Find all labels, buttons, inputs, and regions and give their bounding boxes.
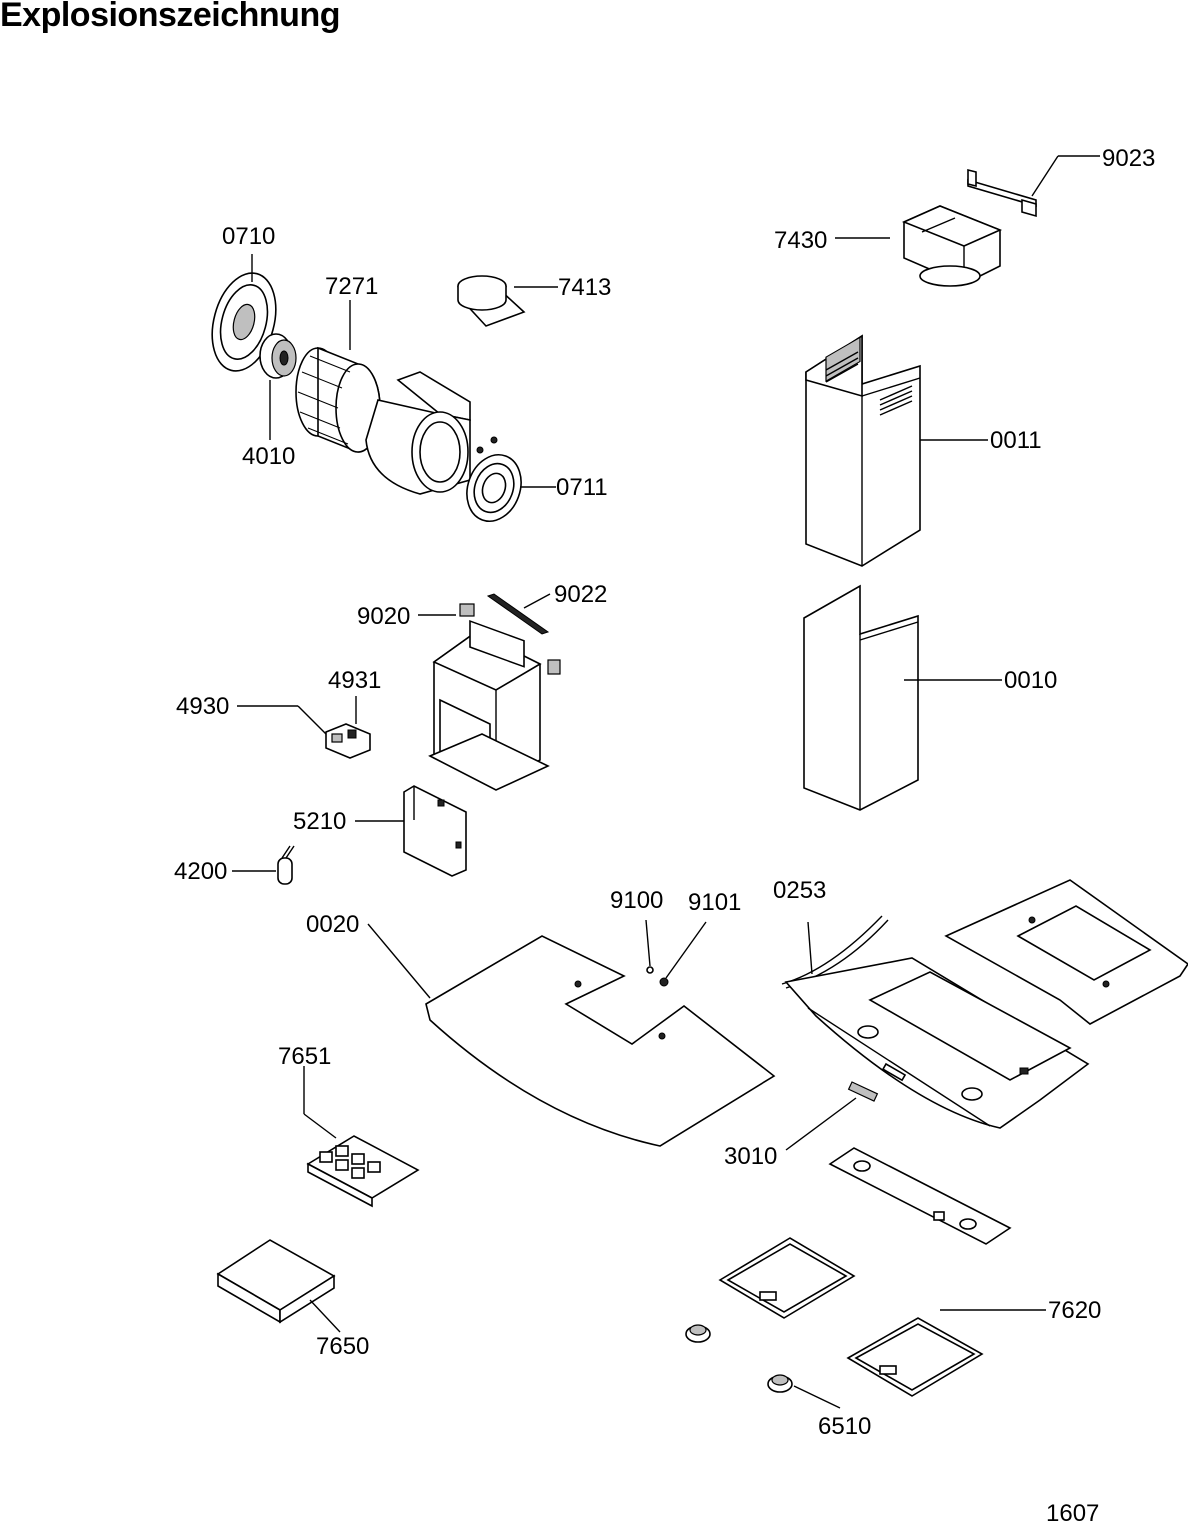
hood-body xyxy=(784,957,1090,1129)
label-9101: 9101 xyxy=(688,889,741,916)
part-3010-control-switch xyxy=(785,1081,879,1151)
part-0020-glass-panel xyxy=(367,923,776,1147)
part-9020-clip xyxy=(418,603,561,675)
label-7620: 7620 xyxy=(1048,1297,1101,1324)
part-7651-filter-frame xyxy=(303,1066,420,1208)
top-panel xyxy=(944,879,1188,1025)
part-7430-air-outlet xyxy=(835,205,1003,287)
part-9100-screw xyxy=(645,919,654,974)
label-0253: 0253 xyxy=(773,877,826,904)
part-6510-knob xyxy=(767,1374,841,1409)
label-0020: 0020 xyxy=(306,911,359,938)
part-9023-bracket xyxy=(967,155,1100,218)
part-4200-capacitor xyxy=(232,845,295,885)
label-4930: 4930 xyxy=(176,693,229,720)
part-4010-motor xyxy=(259,333,297,440)
label-7430: 7430 xyxy=(774,227,827,254)
knob-upper xyxy=(685,1324,711,1343)
label-7413: 7413 xyxy=(558,274,611,301)
part-7271-impeller xyxy=(295,300,381,453)
label-7650: 7650 xyxy=(316,1333,369,1360)
part-0011-upper-chimney xyxy=(805,334,988,567)
part-0010-lower-chimney xyxy=(803,584,1002,811)
part-4930-switch xyxy=(237,696,371,759)
label-0710: 0710 xyxy=(222,223,275,250)
grease-filter-upper xyxy=(718,1237,856,1319)
label-0711: 0711 xyxy=(556,474,608,501)
mounting-frame xyxy=(428,619,550,791)
part-0711-inlet-grille xyxy=(466,436,556,522)
label-0011: 0011 xyxy=(990,427,1042,454)
label-9023: 9023 xyxy=(1102,145,1155,172)
part-0710-motor-plate xyxy=(211,254,277,372)
part-7650-carbon-filter xyxy=(216,1239,341,1333)
label-4010: 4010 xyxy=(242,443,295,470)
vent-slots-icon xyxy=(825,336,913,416)
label-9100: 9100 xyxy=(610,887,663,914)
page-title: Explosionszeichnung xyxy=(0,0,340,34)
blower-housing xyxy=(365,371,471,495)
label-6510: 6510 xyxy=(818,1413,871,1440)
label-7271: 7271 xyxy=(325,273,378,300)
control-panel xyxy=(828,1147,1012,1245)
part-5210-control-box xyxy=(355,785,467,877)
label-9020: 9020 xyxy=(357,603,410,630)
label-5210: 5210 xyxy=(293,808,346,835)
part-7620-grease-filter xyxy=(846,1309,1046,1397)
label-0010: 0010 xyxy=(1004,667,1057,694)
label-4200: 4200 xyxy=(174,858,227,885)
part-7413-adaptor xyxy=(457,275,558,327)
label-9022: 9022 xyxy=(554,581,607,608)
label-3010: 3010 xyxy=(724,1143,777,1170)
label-7651: 7651 xyxy=(278,1043,331,1070)
part-9022-strip xyxy=(486,593,551,635)
page-number: 1607 xyxy=(1046,1500,1100,1527)
part-9101-screw xyxy=(659,921,707,987)
label-4931: 4931 xyxy=(328,667,381,694)
